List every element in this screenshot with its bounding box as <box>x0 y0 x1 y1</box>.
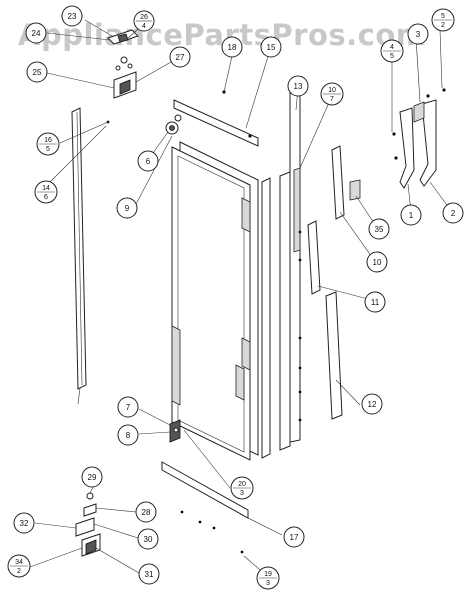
callout-18: 18 <box>221 36 243 58</box>
svg-text:19: 19 <box>264 571 272 578</box>
callout-29: 29 <box>81 466 103 488</box>
svg-text:4: 4 <box>142 23 146 30</box>
callout-15: 15 <box>260 36 282 58</box>
svg-text:5: 5 <box>46 146 50 153</box>
callout-17: 17 <box>283 526 305 548</box>
right-brackets <box>399 99 437 189</box>
door-lower-hinge <box>169 419 181 443</box>
svg-text:1: 1 <box>409 211 414 220</box>
top-trim <box>173 99 259 147</box>
hinge-cam <box>165 114 182 135</box>
svg-text:17: 17 <box>290 533 299 542</box>
svg-text:14: 14 <box>42 185 50 192</box>
svg-text:25: 25 <box>33 68 42 77</box>
left-door-strip <box>71 107 87 390</box>
callout-5-2: 5 2 <box>431 8 455 32</box>
svg-text:3: 3 <box>416 30 421 39</box>
callout-25: 25 <box>26 61 48 83</box>
callout-2: 2 <box>442 202 464 224</box>
svg-text:23: 23 <box>68 12 77 21</box>
svg-text:6: 6 <box>146 157 151 166</box>
svg-text:2: 2 <box>17 568 21 575</box>
svg-text:13: 13 <box>294 82 303 91</box>
callout-13: 13 <box>287 75 309 97</box>
svg-text:28: 28 <box>142 508 151 517</box>
callout-6: 6 <box>137 150 159 172</box>
callout-4-5: 4 5 <box>380 39 404 63</box>
callout-30: 30 <box>137 528 159 550</box>
svg-text:11: 11 <box>371 298 380 307</box>
callout-14-6: 14 6 <box>34 180 58 204</box>
svg-text:2: 2 <box>441 22 445 29</box>
bottom-hinge-assembly <box>75 492 101 557</box>
svg-text:2: 2 <box>451 209 456 218</box>
callout-20-3: 20 3 <box>230 476 254 500</box>
svg-text:4: 4 <box>390 44 394 51</box>
callout-16-5: 16 5 <box>36 132 60 156</box>
svg-text:6: 6 <box>44 194 48 201</box>
callout-34-2: 34 2 <box>7 554 31 578</box>
callout-28: 28 <box>135 501 157 523</box>
door-panel <box>171 141 259 461</box>
callout-23: 23 <box>61 5 83 27</box>
callout-12: 12 <box>361 393 383 415</box>
callouts: 23 24 26 4 27 25 16 5 14 <box>7 5 464 590</box>
svg-text:5: 5 <box>390 53 394 60</box>
svg-text:12: 12 <box>368 400 377 409</box>
callout-10: 10 <box>366 251 388 273</box>
svg-text:18: 18 <box>228 43 237 52</box>
svg-text:16: 16 <box>44 137 52 144</box>
svg-text:20: 20 <box>238 481 246 488</box>
svg-text:3: 3 <box>266 580 270 587</box>
svg-text:35: 35 <box>375 225 384 234</box>
callout-1: 1 <box>400 204 422 226</box>
svg-text:7: 7 <box>330 96 334 103</box>
svg-text:7: 7 <box>126 403 131 412</box>
svg-text:27: 27 <box>176 53 185 62</box>
callout-3: 3 <box>407 23 429 45</box>
svg-text:5: 5 <box>441 13 445 20</box>
svg-text:30: 30 <box>144 535 153 544</box>
callout-32: 32 <box>13 512 35 534</box>
callout-19-3: 19 3 <box>256 566 280 590</box>
svg-text:8: 8 <box>126 431 131 440</box>
callout-31: 31 <box>138 563 160 585</box>
svg-text:32: 32 <box>20 519 29 528</box>
svg-text:9: 9 <box>125 204 130 213</box>
svg-text:10: 10 <box>373 258 382 267</box>
callout-11: 11 <box>364 291 386 313</box>
svg-text:24: 24 <box>32 29 41 38</box>
callout-26: 26 4 <box>133 10 155 32</box>
svg-text:29: 29 <box>88 473 97 482</box>
svg-text:31: 31 <box>145 570 154 579</box>
right-channel-strips <box>307 145 361 420</box>
callout-8: 8 <box>117 424 139 446</box>
svg-text:10: 10 <box>328 87 336 94</box>
svg-text:26: 26 <box>140 14 148 21</box>
svg-text:3: 3 <box>240 490 244 497</box>
svg-text:15: 15 <box>267 43 276 52</box>
callout-27: 27 <box>169 46 191 68</box>
callout-10-7: 10 7 <box>320 82 344 106</box>
callout-9: 9 <box>116 197 138 219</box>
svg-text:34: 34 <box>15 559 23 566</box>
door-side-panel <box>261 77 301 459</box>
top-hinge-assembly <box>107 29 139 99</box>
callout-24: 24 <box>25 22 47 44</box>
leader-lines <box>29 19 453 576</box>
callout-35: 35 <box>368 218 390 240</box>
callout-7: 7 <box>117 396 139 418</box>
